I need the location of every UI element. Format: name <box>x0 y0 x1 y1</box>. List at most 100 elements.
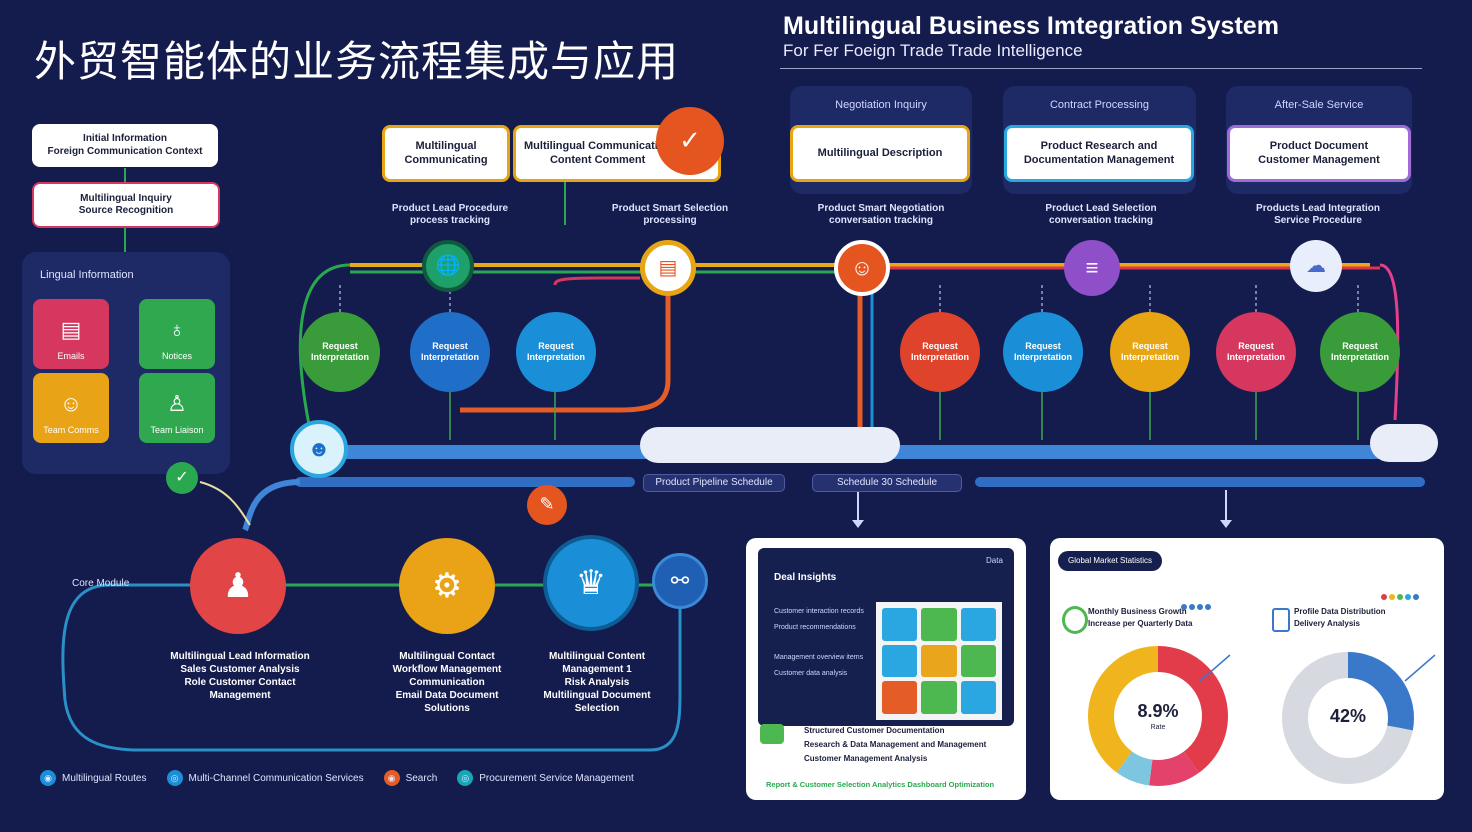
footer-line: Structured Customer Documentation <box>804 726 945 735</box>
grid-cell <box>921 681 957 714</box>
dashboard-line: Customer interaction records <box>774 608 864 615</box>
legend: ◉ Multilingual Routes ◎ Multi-Channel Commu… <box>40 770 634 786</box>
donut-slice <box>1088 646 1228 786</box>
dot-indicator-colors <box>1380 588 1426 600</box>
info-tile: ♁ Notices <box>139 299 215 369</box>
trophy-icon: ♛ <box>543 535 639 631</box>
robot-icon: ☻ <box>290 420 348 478</box>
check-icon: ✓ <box>166 462 198 494</box>
donut-slice <box>1282 652 1414 784</box>
legend-item: ◉ Multilingual Routes <box>40 770 147 786</box>
workflow-icon: ⚙ <box>399 538 495 634</box>
cloud-shape-right <box>1370 424 1438 462</box>
title-divider <box>780 68 1422 69</box>
document-stack-icon: ▤ <box>640 240 696 296</box>
user-icon: ☺ <box>59 391 83 416</box>
tile-label: Emails <box>57 351 85 361</box>
legend-dot-icon: ◉ <box>383 770 400 786</box>
flow-label-schedule: Product Pipeline Schedule <box>643 474 785 492</box>
link-icon: ⚯ <box>652 553 708 609</box>
core-module-label: Core Module <box>72 578 130 589</box>
profile-row: Profile Data Distribution Delivery Analy… <box>1294 607 1386 628</box>
top-card-document: Product Document Customer Management <box>1227 125 1411 182</box>
flow-label-30: Schedule 30 Schedule <box>812 474 962 492</box>
legend-item: ◎ Procurement Service Management <box>457 770 634 786</box>
dashboard-bottom-text: Report & Customer Selection Analytics Da… <box>766 780 995 789</box>
grid-cell <box>960 681 996 714</box>
dashboard-title: Deal Insights <box>774 572 837 583</box>
dashboard-grid <box>876 602 1002 720</box>
document-icon: ▤ <box>60 317 82 342</box>
lingual-info-panel: Lingual Information ▤Emails♁Notices☺Team… <box>22 252 230 474</box>
donut1-sub: Rate <box>1150 724 1166 731</box>
legend-dot-icon: ◎ <box>457 770 474 786</box>
dashboard-line: Customer data analysis <box>774 670 848 677</box>
top-card-research: Product Research and Documentation Manag… <box>1004 125 1194 182</box>
dashboard-corner: Data <box>986 556 1003 565</box>
tag-5: Products Lead Integration Service Proced… <box>1256 203 1380 226</box>
legend-dot-icon: ◎ <box>166 770 183 786</box>
service-icon: ☁ <box>1290 240 1342 292</box>
tile-label: Notices <box>161 351 192 361</box>
phone-icon <box>1272 608 1290 632</box>
legend-label: Multi-Channel Communication Services <box>188 772 364 784</box>
dashboard-footer: Structured Customer Documentation Resear… <box>804 724 986 766</box>
database-icon: ≡ <box>1064 240 1120 296</box>
legend-item: ◉ Search <box>383 770 438 786</box>
grid-cell <box>921 644 957 678</box>
top-card-communicating: Multilingual Communicating <box>382 125 510 182</box>
bottom-node-text-2: Multilingual Contact Workflow Management… <box>392 651 502 714</box>
bulb-icon: ♁ <box>168 317 186 342</box>
legend-item: ◎ Multi-Channel Communication Services <box>166 770 364 786</box>
grid-cell <box>882 644 918 678</box>
chat-icon <box>760 724 784 744</box>
dashboard-line: Management overview items <box>774 654 864 661</box>
donut-slice <box>1088 646 1228 786</box>
donut2-value: 42% <box>1329 706 1367 726</box>
grid-cell <box>960 644 996 678</box>
checkmark-icon: ✓ <box>656 107 724 175</box>
legend-label: Search <box>405 772 438 784</box>
tile-label: Team Liaison <box>150 425 204 435</box>
footer-line: Customer Management Analysis <box>804 754 928 763</box>
donut-chart-2 <box>1282 652 1414 784</box>
initial-info-card: Initial Information Foreign Communicatio… <box>32 124 218 167</box>
dashboard-left: Deal Insights Data Customer interaction … <box>746 538 1026 800</box>
legend-label: Procurement Service Management <box>479 772 634 784</box>
info-tile: ☺Team Comms <box>33 373 109 443</box>
grid-cell <box>882 681 918 714</box>
info-tile: ▤ Emails <box>33 299 109 369</box>
info-tile: ♙ Team Liaison <box>139 373 215 443</box>
dashboard-screen: Deal Insights Data Customer interaction … <box>758 548 1014 726</box>
process-circle: Request Interpretation <box>900 312 980 392</box>
tag-4: Product Lead Selection conversation trac… <box>1045 203 1157 226</box>
page-title: 外贸智能体的业务流程集成与应用 <box>34 37 680 86</box>
grid-cell <box>960 608 996 641</box>
panel-title: Lingual Information <box>40 269 134 281</box>
tag-3: Product Smart Negotiation conversation t… <box>817 203 945 226</box>
market-stats-tag: Global Market Statistics <box>1058 551 1163 571</box>
english-subtitle: For Fer Foeign Trade Trade Intelligence <box>783 41 1083 60</box>
process-circle: Request Interpretation <box>1110 312 1190 392</box>
pointer-lines <box>1200 654 1436 682</box>
tag-2: Product Smart Selection processing <box>611 203 729 226</box>
cloud-shape <box>640 427 900 463</box>
bottom-node-text-1: Multilingual Lead Information Sales Cust… <box>170 651 310 701</box>
wrench-icon: ✎ <box>527 485 567 525</box>
bottom-node-text-3: Multilingual Content Management 1 Risk A… <box>543 651 651 714</box>
process-circle: Request Interpretation <box>1216 312 1296 392</box>
legend-dot-icon: ◉ <box>40 770 56 786</box>
dashboard-line: Product recommendations <box>774 624 856 631</box>
dashboard-lines: Customer interaction records Product rec… <box>774 604 874 682</box>
legend-label: Multilingual Routes <box>62 772 147 784</box>
person-icon: ♙ <box>167 391 187 416</box>
donut-chart-1 <box>1088 646 1228 786</box>
globe-icon: 🌐 <box>422 240 474 292</box>
donut1-value: 8.9% <box>1137 701 1179 721</box>
process-circle: Request Interpretation <box>300 312 380 392</box>
growth-row: Monthly Business Growth Increase per Qua… <box>1088 607 1193 628</box>
dashboard-right: Global Market Statistics Monthly Busines… <box>1050 538 1444 800</box>
grid-cell <box>882 608 918 641</box>
process-circle: Request Interpretation <box>1003 312 1083 392</box>
growth-icon <box>1062 606 1088 634</box>
